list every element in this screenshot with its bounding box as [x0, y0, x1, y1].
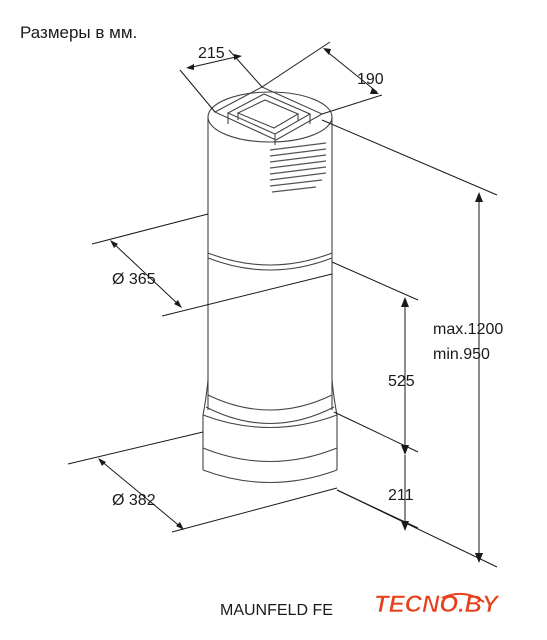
dim-diameter-upper: Ø 365 — [91, 213, 333, 317]
watermark-text: TECNO.BY — [374, 591, 500, 618]
dim-diameter-lower: Ø 382 — [67, 431, 338, 533]
label-top-width: 215 — [198, 45, 225, 62]
dim-total-height: max.1200 min.950 — [321, 119, 503, 568]
model-name: MAUNFELD FE — [220, 602, 333, 619]
vent-grille — [269, 142, 327, 193]
dim-top-width: 215 — [179, 45, 263, 113]
label-height-max: max.1200 — [433, 321, 503, 338]
label-height-min: min.950 — [433, 346, 490, 363]
tecno-watermark-logo: TECNO.BY — [374, 591, 501, 619]
hood-outline — [202, 91, 338, 484]
page-title: Размеры в мм. — [20, 23, 137, 42]
label-bottom-height: 211 — [388, 487, 414, 504]
label-diameter-lower: Ø 382 — [112, 492, 156, 509]
label-diameter-upper: Ø 365 — [112, 271, 156, 288]
dim-middle-height: 525 — [331, 261, 419, 455]
dim-bottom-height: 211 — [336, 455, 419, 531]
label-middle-height: 525 — [388, 373, 415, 390]
dim-top-depth: 190 — [261, 41, 384, 115]
label-top-depth: 190 — [357, 71, 384, 88]
